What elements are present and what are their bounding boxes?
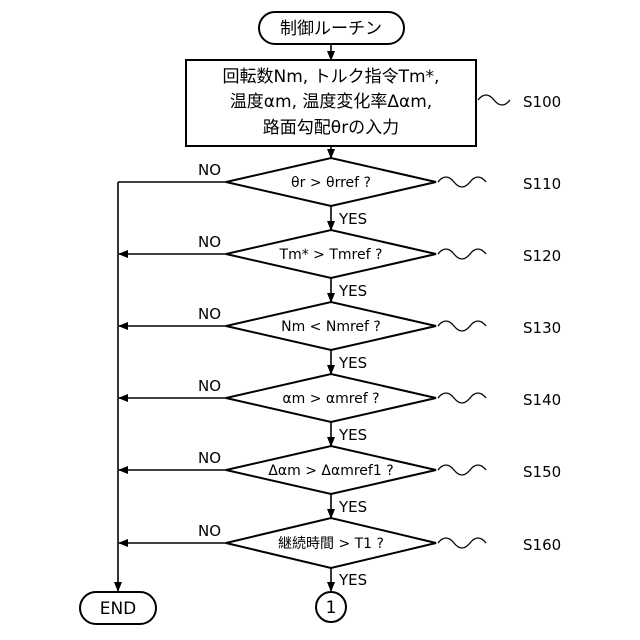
decision-text-s140: αm > αmref ? bbox=[282, 391, 379, 407]
process-line-2: 温度αm, 温度変化率Δαm, bbox=[230, 92, 432, 112]
decision-text-s110: θr > θrref ? bbox=[291, 175, 371, 191]
step-label-s150: S150 bbox=[523, 463, 561, 481]
no-label-s160: NO bbox=[198, 522, 221, 540]
process-box-s100: 回転数Nm, トルク指令Tm*, 温度αm, 温度変化率Δαm, 路面勾配θrの… bbox=[186, 60, 476, 146]
process-line-3: 路面勾配θrの入力 bbox=[263, 118, 399, 138]
step-leader-s120 bbox=[438, 249, 486, 259]
step-leader-s160 bbox=[438, 538, 486, 548]
no-label-s130: NO bbox=[198, 305, 221, 323]
step-leader-s100 bbox=[478, 95, 510, 105]
step-label-s130: S130 bbox=[523, 319, 561, 337]
step-label-s110: S110 bbox=[523, 175, 561, 193]
step-label-s140: S140 bbox=[523, 391, 561, 409]
no-label-s120: NO bbox=[198, 233, 221, 251]
decision-text-s160: 継続時間 > T1 ? bbox=[278, 535, 384, 552]
start-label: 制御ルーチン bbox=[280, 19, 382, 39]
decision-text-s120: Tm* > Tmref ? bbox=[279, 247, 383, 263]
decision-s150: Δαm > Δαmref1 ? bbox=[226, 446, 436, 494]
end-terminal: END bbox=[80, 592, 156, 624]
process-line-1: 回転数Nm, トルク指令Tm*, bbox=[223, 67, 440, 87]
yes-label-s160: YES bbox=[338, 571, 367, 589]
no-label-s150: NO bbox=[198, 449, 221, 467]
end-label: END bbox=[100, 599, 137, 619]
start-terminal: 制御ルーチン bbox=[259, 12, 404, 44]
step-leader-s140 bbox=[438, 393, 486, 403]
yes-label-s150: YES bbox=[338, 498, 367, 516]
step-label-s160: S160 bbox=[523, 536, 561, 554]
decision-text-s150: Δαm > Δαmref1 ? bbox=[268, 463, 393, 479]
step-label-s120: S120 bbox=[523, 247, 561, 265]
no-label-s140: NO bbox=[198, 377, 221, 395]
step-label-s100: S100 bbox=[523, 93, 561, 111]
yes-label-s130: YES bbox=[338, 354, 367, 372]
decision-s110: θr > θrref ? bbox=[226, 158, 436, 206]
step-leader-s110 bbox=[438, 177, 486, 187]
decision-s120: Tm* > Tmref ? bbox=[226, 230, 436, 278]
connector-label: 1 bbox=[326, 598, 337, 618]
step-leader-s150 bbox=[438, 465, 486, 475]
yes-label-s110: YES bbox=[338, 210, 367, 228]
decision-s130: Nm < Nmref ? bbox=[226, 302, 436, 350]
connector-circle: 1 bbox=[316, 592, 346, 622]
yes-label-s140: YES bbox=[338, 426, 367, 444]
step-leader-s130 bbox=[438, 321, 486, 331]
decision-s140: αm > αmref ? bbox=[226, 374, 436, 422]
no-label-s110: NO bbox=[198, 161, 221, 179]
decision-s160: 継続時間 > T1 ? bbox=[226, 518, 436, 568]
decision-text-s130: Nm < Nmref ? bbox=[281, 319, 381, 335]
yes-label-s120: YES bbox=[338, 282, 367, 300]
